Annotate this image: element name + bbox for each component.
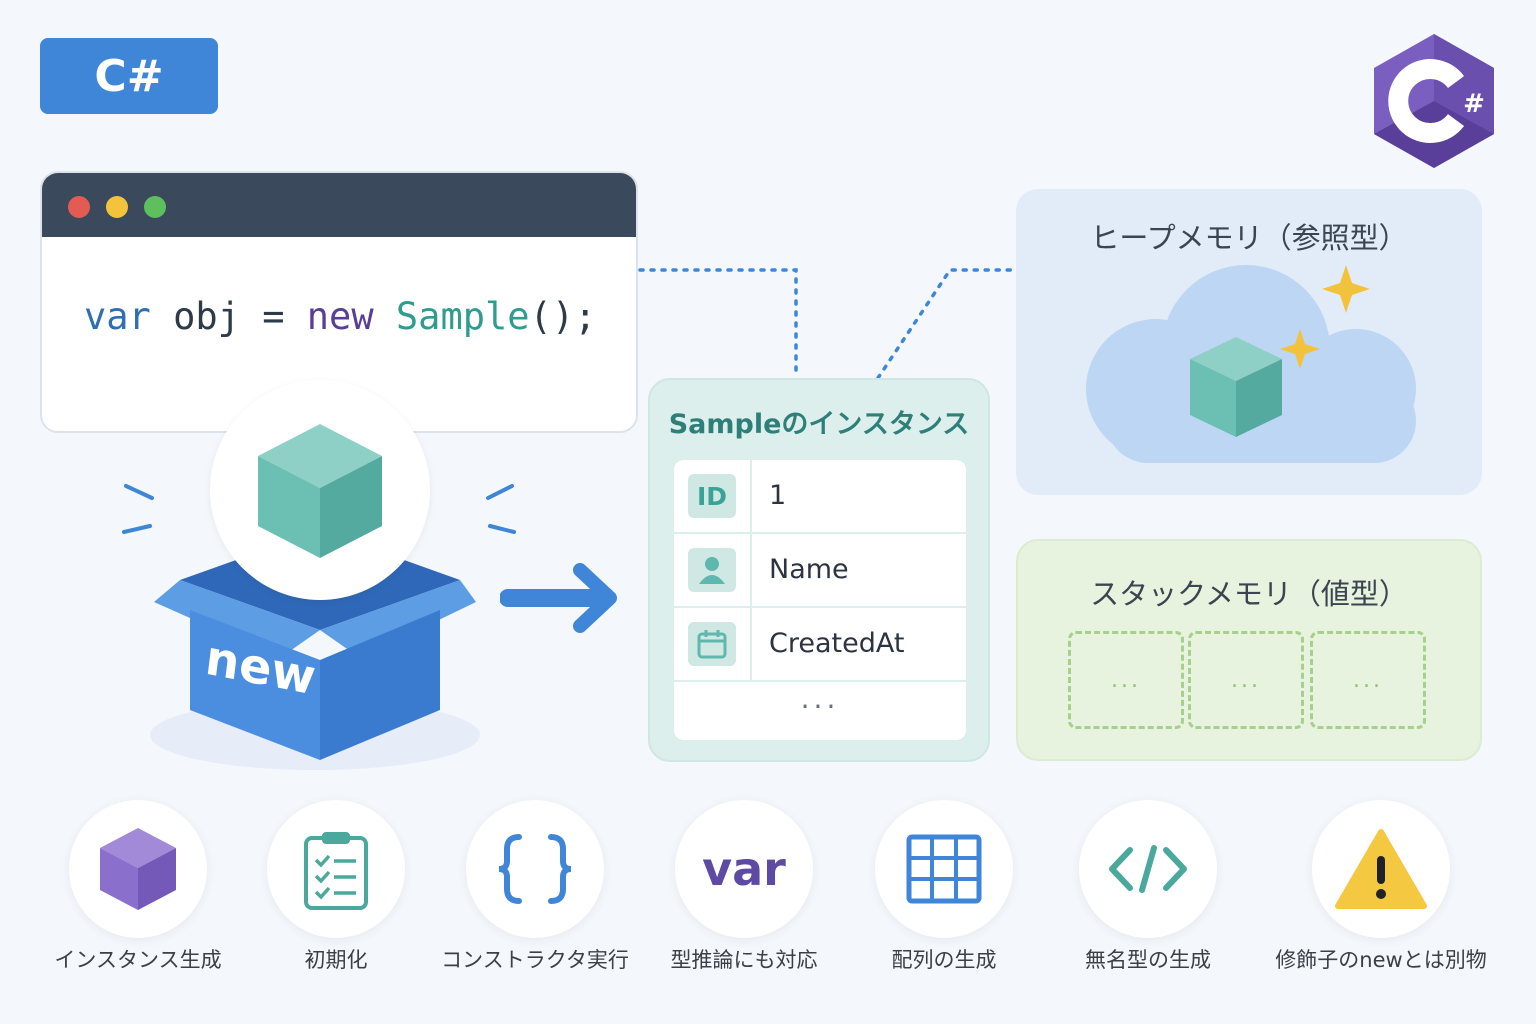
stack-slot: ... — [1310, 631, 1426, 729]
feature-label: インスタンス生成 — [54, 948, 222, 972]
code-operator: = — [262, 295, 285, 338]
stack-slot: ... — [1068, 631, 1184, 729]
teal-cube-icon — [258, 424, 382, 558]
csharp-logo: # — [1374, 34, 1494, 168]
feature-instance-creation: インスタンス生成 — [8, 800, 268, 980]
cloud-icon — [1086, 265, 1416, 463]
stack-memory-panel: スタックメモリ（値型） ... ... ... — [1016, 539, 1482, 761]
feature-array-creation: 配列の生成 — [814, 800, 1074, 980]
code-keyword-new: new — [306, 295, 374, 338]
burst-lines-icon — [122, 484, 516, 534]
instance-title: Sampleのインスタンス — [668, 409, 970, 440]
row-value: CreatedAt — [769, 628, 905, 659]
feature-label: コンストラクタ実行 — [441, 948, 629, 972]
feature-constructor: コンストラクタ実行 — [405, 800, 665, 980]
code-type-name: Sample — [395, 295, 530, 338]
braces-icon — [498, 834, 572, 904]
person-icon — [688, 548, 736, 592]
calendar-icon — [688, 622, 736, 666]
feature-initialization: 初期化 — [206, 800, 466, 980]
heap-memory-panel: ヒープメモリ（参照型） — [1016, 189, 1482, 495]
table-row: Name — [674, 534, 966, 608]
code-identifier: obj — [173, 295, 240, 338]
csharp-badge: C# — [40, 38, 218, 114]
feature-label: 無名型の生成 — [1085, 948, 1211, 972]
row-value: 1 — [769, 480, 787, 511]
feature-label: 配列の生成 — [891, 948, 997, 972]
code-window: var obj = new Sample(); — [40, 171, 638, 433]
id-key-chip: ID — [688, 474, 736, 518]
row-value: Name — [769, 554, 849, 585]
var-icon: var — [702, 842, 786, 896]
arrow-right-icon — [500, 563, 617, 633]
grid-icon — [906, 834, 982, 904]
table-ellipsis: ... — [800, 682, 840, 715]
sparkle-icon — [1322, 265, 1370, 313]
feature-modifier-new: 修飾子のnewとは別物 — [1250, 800, 1512, 980]
instance-table: ID 1 Name CreatedAt ... — [674, 460, 966, 740]
maximize-dot-icon — [144, 196, 166, 218]
code-tag-icon — [1109, 845, 1187, 893]
instance-card: Sampleのインスタンス ID 1 Name CreatedAt ... — [648, 378, 990, 762]
clipboard-checklist-icon — [304, 832, 368, 910]
close-dot-icon — [68, 196, 90, 218]
code-window-titlebar — [42, 173, 636, 237]
feature-label: 修飾子のnewとは別物 — [1275, 948, 1487, 972]
feature-type-inference: var 型推論にも対応 — [614, 800, 874, 980]
sparkle-icon — [1280, 329, 1320, 369]
code-keyword-var: var — [84, 295, 151, 338]
stack-slot: ... — [1188, 631, 1304, 729]
feature-label: 初期化 — [304, 948, 368, 972]
minimize-dot-icon — [106, 196, 128, 218]
table-row: ID 1 — [674, 460, 966, 534]
stack-title: スタックメモリ（値型） — [1090, 577, 1408, 611]
table-row: CreatedAt — [674, 608, 966, 682]
feature-label: 型推論にも対応 — [670, 948, 818, 972]
code-line: var obj = new Sample(); — [84, 295, 596, 338]
code-tail: (); — [529, 295, 597, 338]
feature-anonymous-type: 無名型の生成 — [1018, 800, 1278, 980]
heap-title: ヒープメモリ（参照型） — [1090, 221, 1408, 255]
logo-hash: # — [1463, 89, 1485, 119]
cube-icon — [100, 828, 176, 910]
warning-icon — [1335, 829, 1427, 909]
